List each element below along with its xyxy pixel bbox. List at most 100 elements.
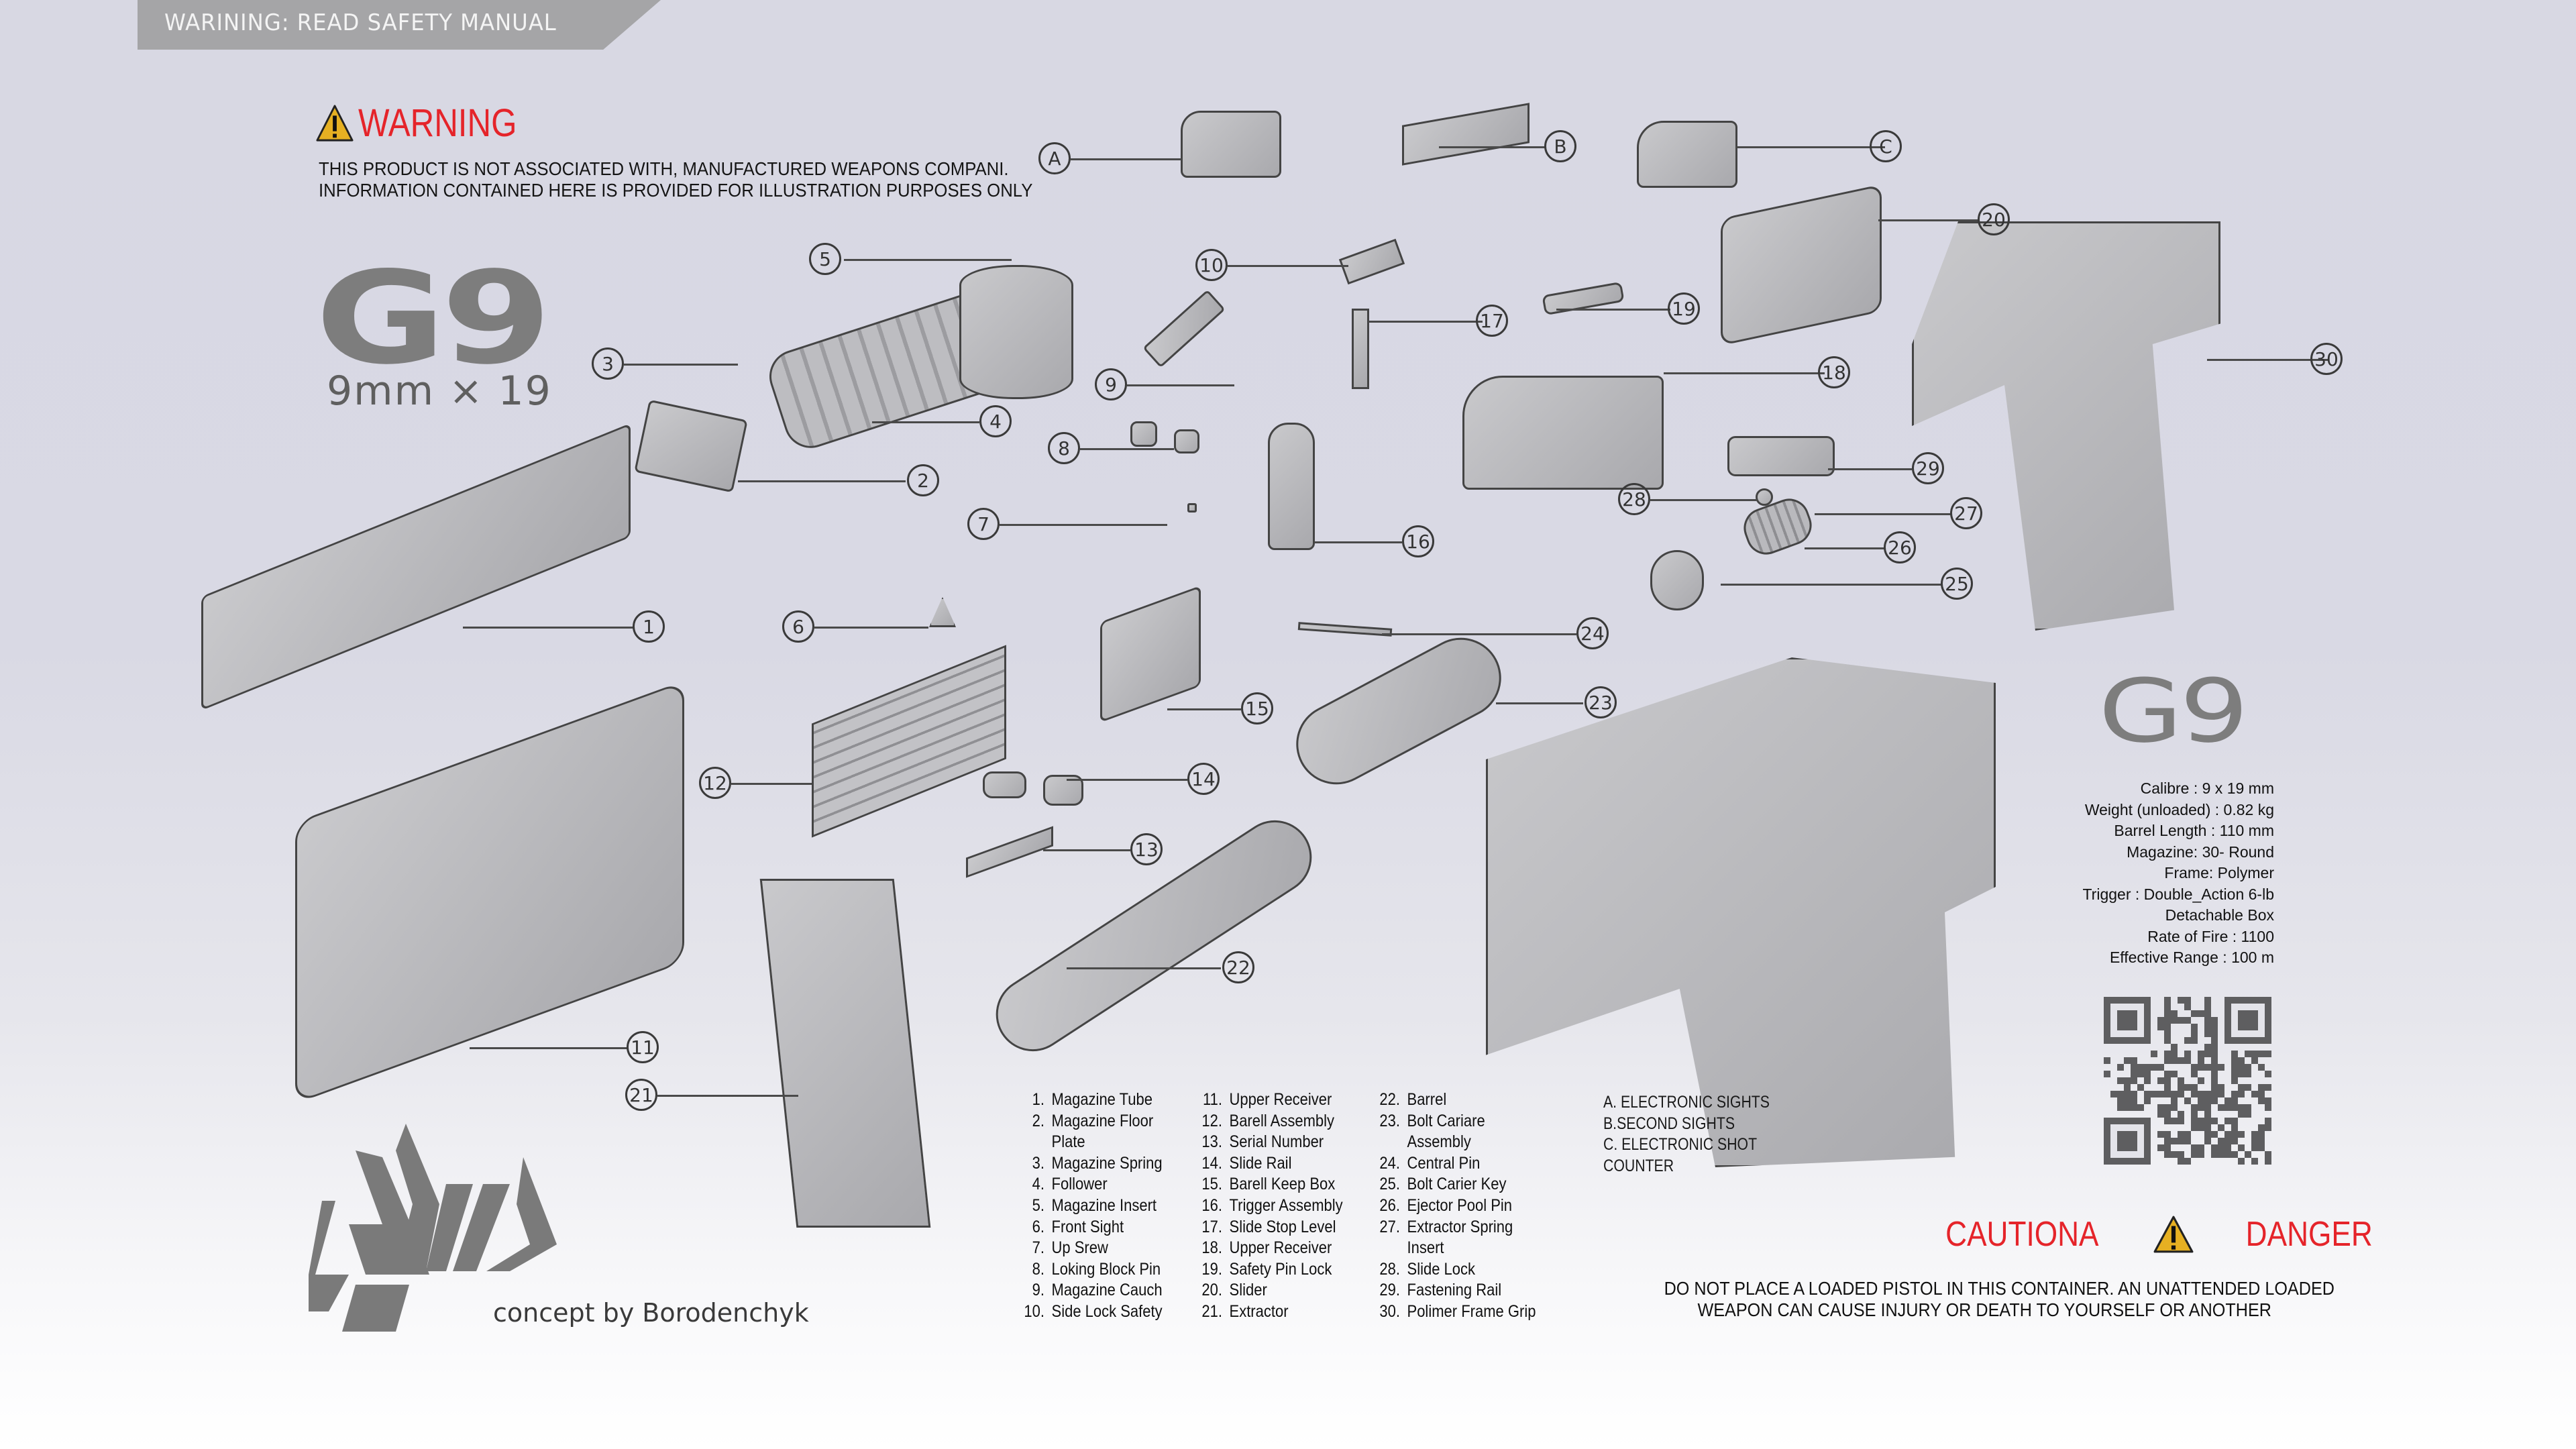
qr-module: [2204, 1097, 2211, 1104]
qr-module: [2198, 1091, 2204, 1097]
brand-logo: [309, 1124, 557, 1332]
parts-list-number: 12.: [1201, 1111, 1222, 1130]
callout-11: 11: [627, 1031, 659, 1063]
qr-module: [2131, 1077, 2137, 1084]
qr-module: [2198, 1010, 2204, 1017]
qr-module: [2238, 1131, 2245, 1138]
qr-module: [2211, 1051, 2218, 1057]
callout-28: 28: [1618, 483, 1650, 515]
qr-module: [2164, 1017, 2171, 1024]
qr-module: [2184, 1051, 2191, 1057]
parts-list-number: 24.: [1379, 1153, 1400, 1173]
parts-list-item: 13.Serial Number: [1197, 1132, 1343, 1153]
qr-module: [2164, 1131, 2171, 1138]
part-slide-rail: [983, 771, 1026, 798]
leader-line-3: [624, 364, 738, 366]
qr-module: [2144, 1091, 2151, 1097]
qr-module: [2137, 1064, 2144, 1071]
qr-module: [2265, 1124, 2271, 1131]
qr-module: [2231, 1097, 2238, 1104]
qr-module: [2157, 1111, 2164, 1118]
qr-module: [2171, 1010, 2178, 1017]
part-front-sight: [929, 597, 956, 627]
qr-module: [2178, 1057, 2184, 1064]
qr-module: [2131, 1064, 2137, 1071]
leader-line-5: [844, 259, 1012, 261]
leader-line-18: [1664, 372, 1825, 374]
parts-list-item: 22.Barrel: [1375, 1089, 1536, 1111]
qr-module: [2231, 1124, 2238, 1131]
qr-module: [2258, 1051, 2265, 1057]
callout-25: 25: [1941, 568, 1973, 600]
parts-list-number: 10.: [1024, 1301, 1044, 1321]
qr-module: [2211, 1057, 2218, 1064]
qr-module: [2157, 1131, 2164, 1138]
qr-module: [2164, 1111, 2171, 1118]
qr-module: [2204, 997, 2211, 1004]
qr-module: [2218, 1124, 2224, 1131]
qr-module: [2198, 1118, 2204, 1124]
qr-module: [2164, 1051, 2171, 1057]
part-locking-block-pin-2: [1174, 429, 1199, 453]
leader-line-6: [814, 627, 928, 629]
safety-banner-text: WARINING: READ SAFETY MANUAL: [164, 9, 557, 36]
qr-code[interactable]: [2104, 997, 2271, 1165]
callout-13: 13: [1130, 833, 1163, 865]
parts-list-name: Magazine Cauch: [1051, 1281, 1163, 1300]
part-barrel-keep-box: [1100, 585, 1201, 723]
leader-line-15: [1167, 708, 1241, 710]
spec-rate-of-fire: Rate of Fire : 1100: [2147, 927, 2274, 945]
disclaimer-line-2: INFORMATION CONTAINED HERE IS PROVIDED F…: [319, 180, 1033, 201]
callout-24: 24: [1576, 617, 1609, 649]
parts-list-number: 18.: [1201, 1238, 1222, 1258]
parts-list-number: 3.: [1032, 1153, 1044, 1173]
qr-module: [2137, 1084, 2144, 1091]
qr-module: [2245, 1111, 2251, 1118]
qr-module: [2124, 1057, 2131, 1064]
parts-list-item: 8.Loking Block Pin: [1020, 1259, 1163, 1281]
part-slide-lock: [1756, 488, 1773, 506]
model-caliber: 9mm × 19: [327, 368, 552, 415]
callout-12: 12: [699, 767, 731, 799]
qr-module: [2178, 1151, 2184, 1158]
callout-16: 16: [1402, 525, 1434, 557]
parts-list-name: Ejector Pool Pin: [1407, 1195, 1513, 1215]
qr-module: [2104, 1071, 2110, 1077]
part-magazine-tube: [201, 423, 631, 711]
qr-module: [2218, 1151, 2224, 1158]
qr-module: [2211, 1077, 2218, 1084]
qr-module: [2224, 1144, 2231, 1151]
parts-list-number: 27.: [1379, 1217, 1400, 1236]
qr-module: [2258, 1144, 2265, 1151]
parts-list-number: 29.: [1379, 1281, 1400, 1300]
part-slide-stop-lever: [1352, 309, 1369, 389]
qr-module: [2258, 1138, 2265, 1144]
qr-module: [2204, 1091, 2211, 1097]
parts-list-number: 15.: [1201, 1175, 1222, 1194]
safety-notice: DO NOT PLACE A LOADED PISTOL IN THIS CON…: [1597, 1278, 2334, 1321]
qr-module: [2171, 1051, 2178, 1057]
parts-list-name: Barell Assembly: [1229, 1111, 1335, 1130]
qr-module: [2191, 1118, 2198, 1124]
qr-module: [2157, 1017, 2164, 1024]
leader-line-10: [1228, 265, 1348, 267]
qr-module: [2218, 1084, 2224, 1091]
sights-item: B.SECOND SIGHTS: [1603, 1114, 1735, 1133]
qr-module: [2171, 1057, 2178, 1064]
qr-module: [2191, 1111, 2198, 1118]
qr-module: [2245, 1151, 2251, 1158]
qr-module: [2204, 1051, 2211, 1057]
qr-module: [2164, 1024, 2171, 1030]
qr-module: [2191, 1151, 2198, 1158]
qr-module: [2231, 1077, 2238, 1084]
qr-module: [2184, 1004, 2191, 1010]
qr-module: [2224, 1118, 2231, 1124]
qr-module: [2198, 1151, 2204, 1158]
callout-21: 21: [625, 1079, 657, 1111]
sights-item: A. ELECTRONIC SIGHTS: [1603, 1093, 1770, 1112]
qr-module: [2178, 1017, 2184, 1024]
parts-list-number: 20.: [1201, 1281, 1222, 1300]
callout-8: 8: [1048, 432, 1080, 464]
parts-list-number: 14.: [1201, 1153, 1222, 1173]
qr-module: [2211, 1030, 2218, 1037]
